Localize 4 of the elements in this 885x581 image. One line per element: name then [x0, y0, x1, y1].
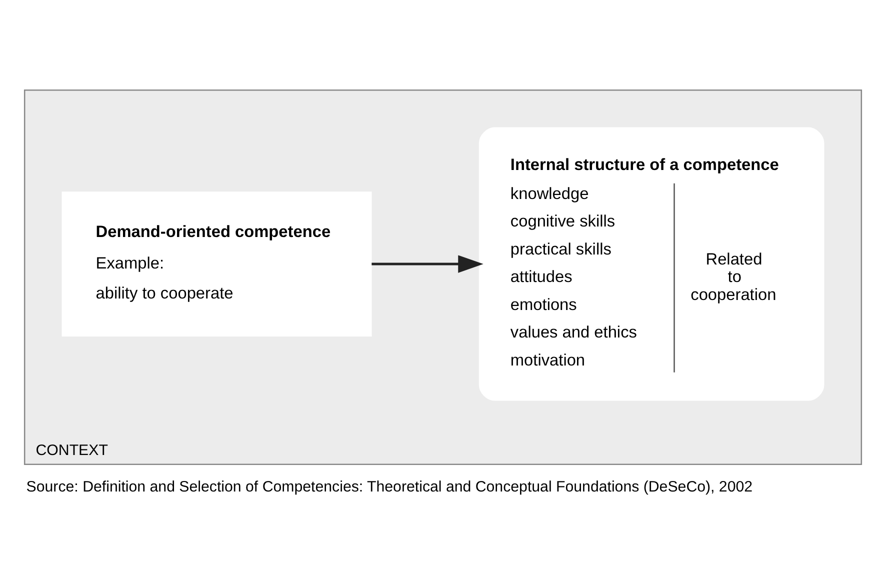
node-box: Demand-oriented competence Example: ability to cooperate [61, 192, 372, 336]
caption: Source: Definition and Selection of Competencies: Theoretical and Conceptual Foundations (DeSeCo), 2002 [26, 478, 752, 496]
arrow [371, 255, 483, 273]
node-box: Internal structure of a competence knowledge Related to cooperation cognitive skills practical skills attitudes emotions values and ethics motivation [478, 127, 824, 401]
